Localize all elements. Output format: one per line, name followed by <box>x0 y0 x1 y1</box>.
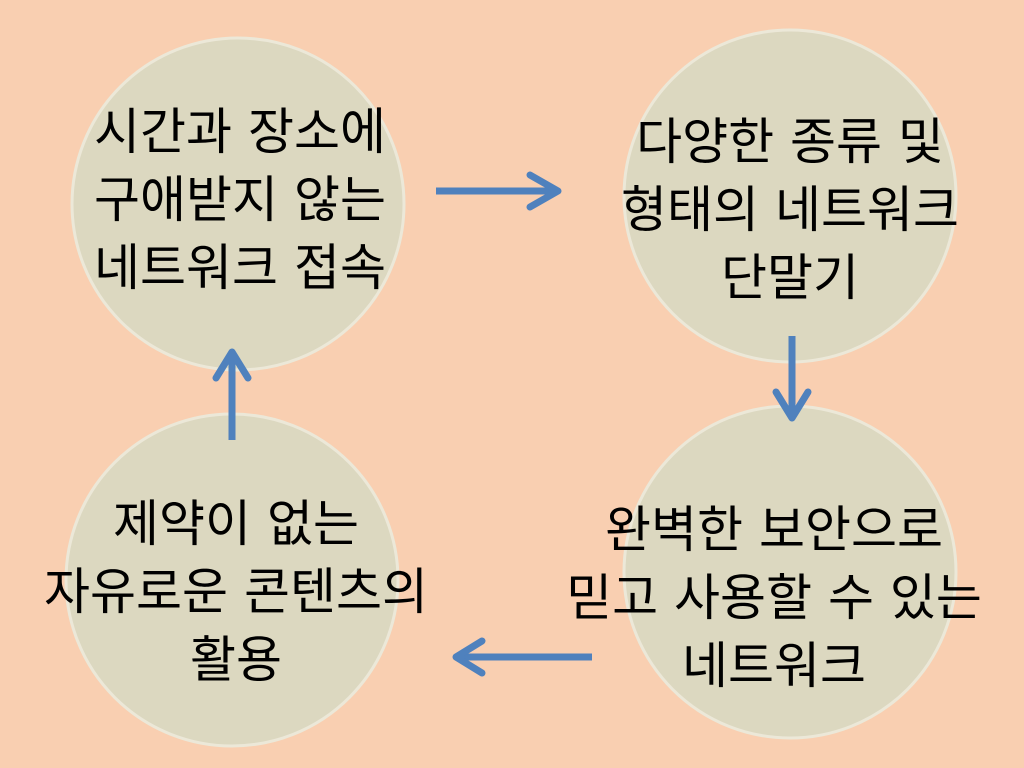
node-text-bottom-left: 제약이 없는 자유로운 콘텐츠의 활용 <box>4 490 468 694</box>
node-top-right-line3: 단말기 <box>721 249 859 307</box>
node-top-right-line2: 형태의 네트워크 <box>621 181 959 239</box>
node-top-left-line2: 구애받지 않는 <box>94 171 386 229</box>
node-top-right-line1: 다양한 종류 및 <box>636 113 944 171</box>
node-bottom-right-line1: 완벽한 보안으로 <box>605 501 943 559</box>
node-top-left-line3: 네트워크 접속 <box>94 239 386 297</box>
arrow-left <box>452 637 592 677</box>
node-bottom-left-line3: 활용 <box>190 631 282 689</box>
node-text-top-right: 다양한 종류 및 형태의 네트워크 단말기 <box>574 108 1006 312</box>
arrow-right <box>436 171 562 211</box>
arrow-up <box>212 348 252 440</box>
node-text-top-left: 시간과 장소에 구애받지 않는 네트워크 접속 <box>40 98 440 302</box>
node-bottom-right-line3: 네트워크 <box>682 637 866 695</box>
arrow-down <box>772 336 812 422</box>
node-text-bottom-right: 완벽한 보안으로 믿고 사용할 수 있는 네트워크 <box>524 496 1024 700</box>
node-bottom-left-line1: 제약이 없는 <box>113 495 359 553</box>
node-circle-top-left <box>70 36 406 372</box>
node-bottom-left-line2: 자유로운 콘텐츠의 <box>44 563 428 621</box>
node-bottom-right-line2: 믿고 사용할 수 있는 <box>566 569 982 627</box>
node-top-left-line1: 시간과 장소에 <box>94 103 386 161</box>
